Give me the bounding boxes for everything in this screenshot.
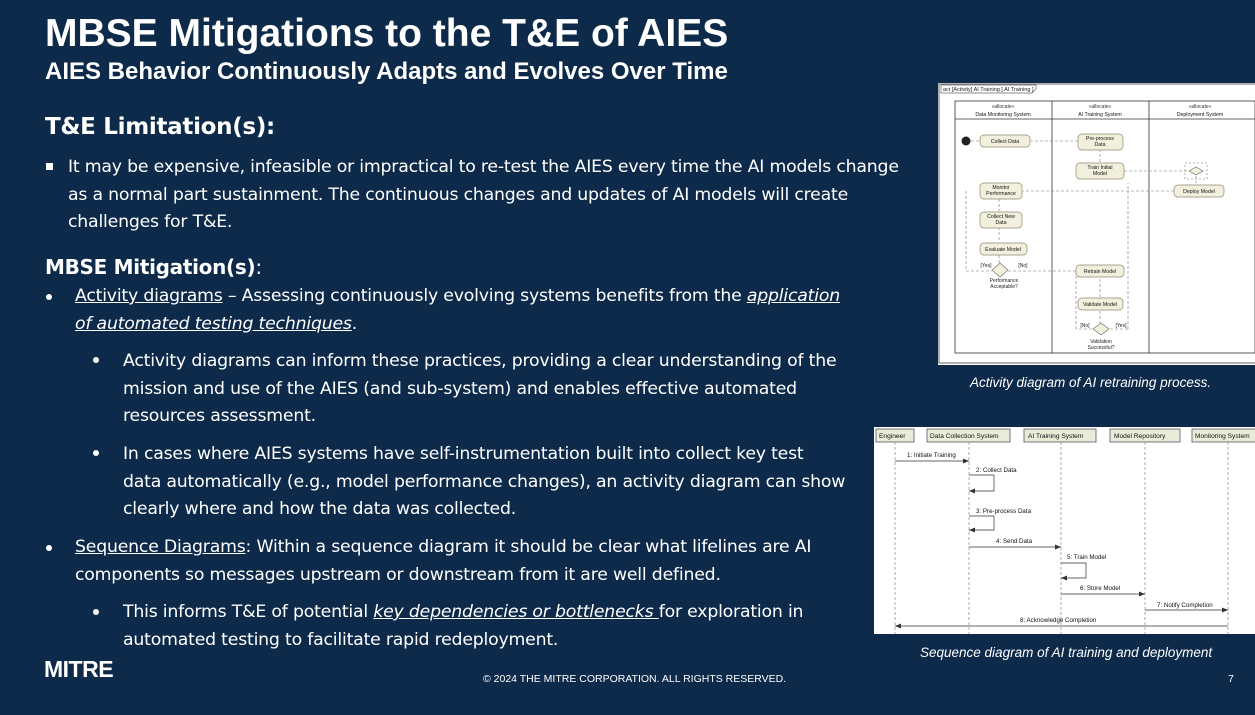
node-collect-new: Collect New [987, 214, 1015, 220]
node-monitor: Performance [986, 191, 1016, 197]
sequence-diagrams-link[interactable]: Sequence Diagrams [75, 537, 246, 557]
node-collect-new: Data [996, 220, 1007, 226]
lane-header: Data Monitoring System [975, 112, 1030, 118]
activity-diagrams-link[interactable]: Activity diagrams [75, 286, 223, 306]
node-preprocess: Pre-process [1086, 136, 1114, 142]
mitre-logo: MITRE [44, 656, 114, 682]
sub-bullet-line: Activity diagrams can inform these pract… [123, 351, 837, 371]
lane-stereotype: «allocate» [1089, 104, 1112, 110]
decision-label: Successful? [1088, 345, 1115, 351]
sub-bullet-line: data automatically (e.g., model performa… [123, 471, 846, 492]
guard-yes: [Yes] [981, 263, 993, 269]
key-dependencies-link[interactable]: key dependencies or bottlenecks [373, 602, 659, 622]
sequence-sub-bullet: This informs T&E of potential key depend… [123, 599, 883, 654]
node-collect-data: Collect Data [991, 139, 1019, 145]
decision-label: Acceptable? [990, 284, 1018, 290]
activity-end: . [351, 313, 358, 334]
lane-header: Deployment System [1177, 112, 1223, 118]
node-validate: Validate Model [1083, 302, 1117, 308]
limitation-text: It may be expensive, infeasible or impra… [68, 154, 928, 237]
participant-engineer: Engineer [879, 433, 906, 440]
bullet-icon [46, 545, 52, 551]
automated-testing-link[interactable]: application [746, 286, 840, 306]
node-deploy: Deploy Model [1183, 189, 1215, 195]
message-label: 8: Acknowledge Completion [1020, 617, 1097, 624]
activity-diagram-svg: act [Activity] AI Training [ AI Training… [938, 83, 1255, 364]
slide-subtitle: AIES Behavior Continuously Adapts and Ev… [45, 58, 728, 85]
sequence-sub-text-end: for exploration in [658, 602, 804, 622]
guard-no: [No] [1018, 263, 1028, 269]
activity-bullet: Activity diagrams – Assessing continuous… [75, 283, 875, 338]
message-label: 2: Collect Data [976, 467, 1017, 474]
limitation-line: challenges for T&E. [68, 212, 233, 232]
slide-title: MBSE Mitigations to the T&E of AIES [45, 12, 729, 55]
sub-bullet-line: clearly where and how the data was colle… [123, 499, 517, 519]
participant-model-repo: Model Repository [1114, 433, 1166, 440]
lane-stereotype: «allocate» [1189, 104, 1212, 110]
participant-ai-training: AI Training System [1028, 433, 1084, 440]
participant-data-collection: Data Collection System [930, 433, 999, 440]
sequence-text: : Within a sequence diagram it should be… [245, 537, 812, 557]
bullet-icon [93, 450, 99, 456]
sequence-sub-text: This informs T&E of potential [123, 602, 374, 622]
sequence-sub-line2: automated testing to facilitate rapid re… [123, 629, 559, 650]
copyright: © 2024 THE MITRE CORPORATION. ALL RIGHTS… [483, 673, 787, 685]
node-monitor: Monitor [992, 185, 1010, 191]
lane-header: AI Training System [1078, 112, 1122, 118]
sequence-text-line2: components so messages upstream or downs… [75, 564, 721, 585]
automated-testing-link[interactable]: of automated testing techniques [75, 313, 352, 334]
fork-diamond-icon [1188, 166, 1204, 176]
page-number: 7 [1228, 673, 1234, 685]
message-label: 3: Pre-process Data [976, 508, 1032, 515]
limitations-heading: T&E Limitation(s): [45, 114, 275, 140]
frame-label: act [Activity] AI Training [ AI Training… [943, 87, 1034, 93]
activity-sub-bullet-1: Activity diagrams can inform these pract… [123, 348, 883, 431]
node-train: Train Initial [1087, 165, 1112, 171]
message-label: 4: Send Data [996, 538, 1033, 545]
activity-text: – Assessing continuously evolving system… [222, 286, 747, 306]
sequence-diagram: Engineer Data Collection System AI Train… [874, 427, 1255, 634]
decision-diamond-icon [991, 262, 1009, 278]
bullet-icon [93, 357, 99, 363]
sub-bullet-line: resources assessment. [123, 406, 316, 426]
node-evaluate: Evaluate Model [985, 247, 1021, 253]
decision-label: Performance [990, 278, 1019, 284]
node-retrain: Retrain Model [1084, 269, 1116, 275]
sequence-bullet: Sequence Diagrams: Within a sequence dia… [75, 534, 875, 589]
message-label: 1: Initiate Training [907, 452, 956, 459]
activity-diagram-caption: Activity diagram of AI retraining proces… [970, 375, 1212, 390]
participant-monitoring: Monitoring System [1195, 433, 1250, 440]
message-label: 6: Store Model [1080, 585, 1120, 592]
activity-sub-bullet-2: In cases where AIES systems have self-in… [123, 441, 883, 524]
square-bullet-icon [46, 163, 53, 170]
sub-bullet-line: In cases where AIES systems have self-in… [123, 444, 804, 464]
mitigations-heading-suffix: : [255, 255, 262, 279]
decision-label: Validation [1090, 339, 1112, 345]
limitation-line: It may be expensive, infeasible or impra… [68, 157, 899, 177]
sub-bullet-line: mission and use of the AIES (and sub-sys… [123, 378, 797, 399]
limitation-line: as a normal part sustainment. The contin… [68, 184, 849, 205]
bullet-icon [93, 609, 99, 615]
initial-node-icon [961, 136, 971, 146]
mitigations-heading: MBSE Mitigation(s): [45, 255, 262, 279]
decision-diamond-icon [1092, 322, 1110, 336]
mitigations-heading-bold: MBSE Mitigation(s) [45, 255, 256, 279]
bullet-icon [46, 294, 52, 300]
guard-yes: [Yes] [1116, 323, 1128, 329]
activity-diagram: act [Activity] AI Training [ AI Training… [938, 83, 1255, 365]
message-label: 5: Train Model [1067, 554, 1106, 561]
node-train: Model [1093, 171, 1107, 177]
guard-no: [No] [1080, 323, 1090, 329]
lane-stereotype: «allocate» [992, 104, 1015, 110]
node-preprocess: Data [1095, 142, 1106, 148]
message-label: 7: Notify Completion [1157, 602, 1213, 609]
sequence-diagram-caption: Sequence diagram of AI training and depl… [920, 645, 1213, 660]
sequence-diagram-svg: Engineer Data Collection System AI Train… [874, 427, 1255, 634]
